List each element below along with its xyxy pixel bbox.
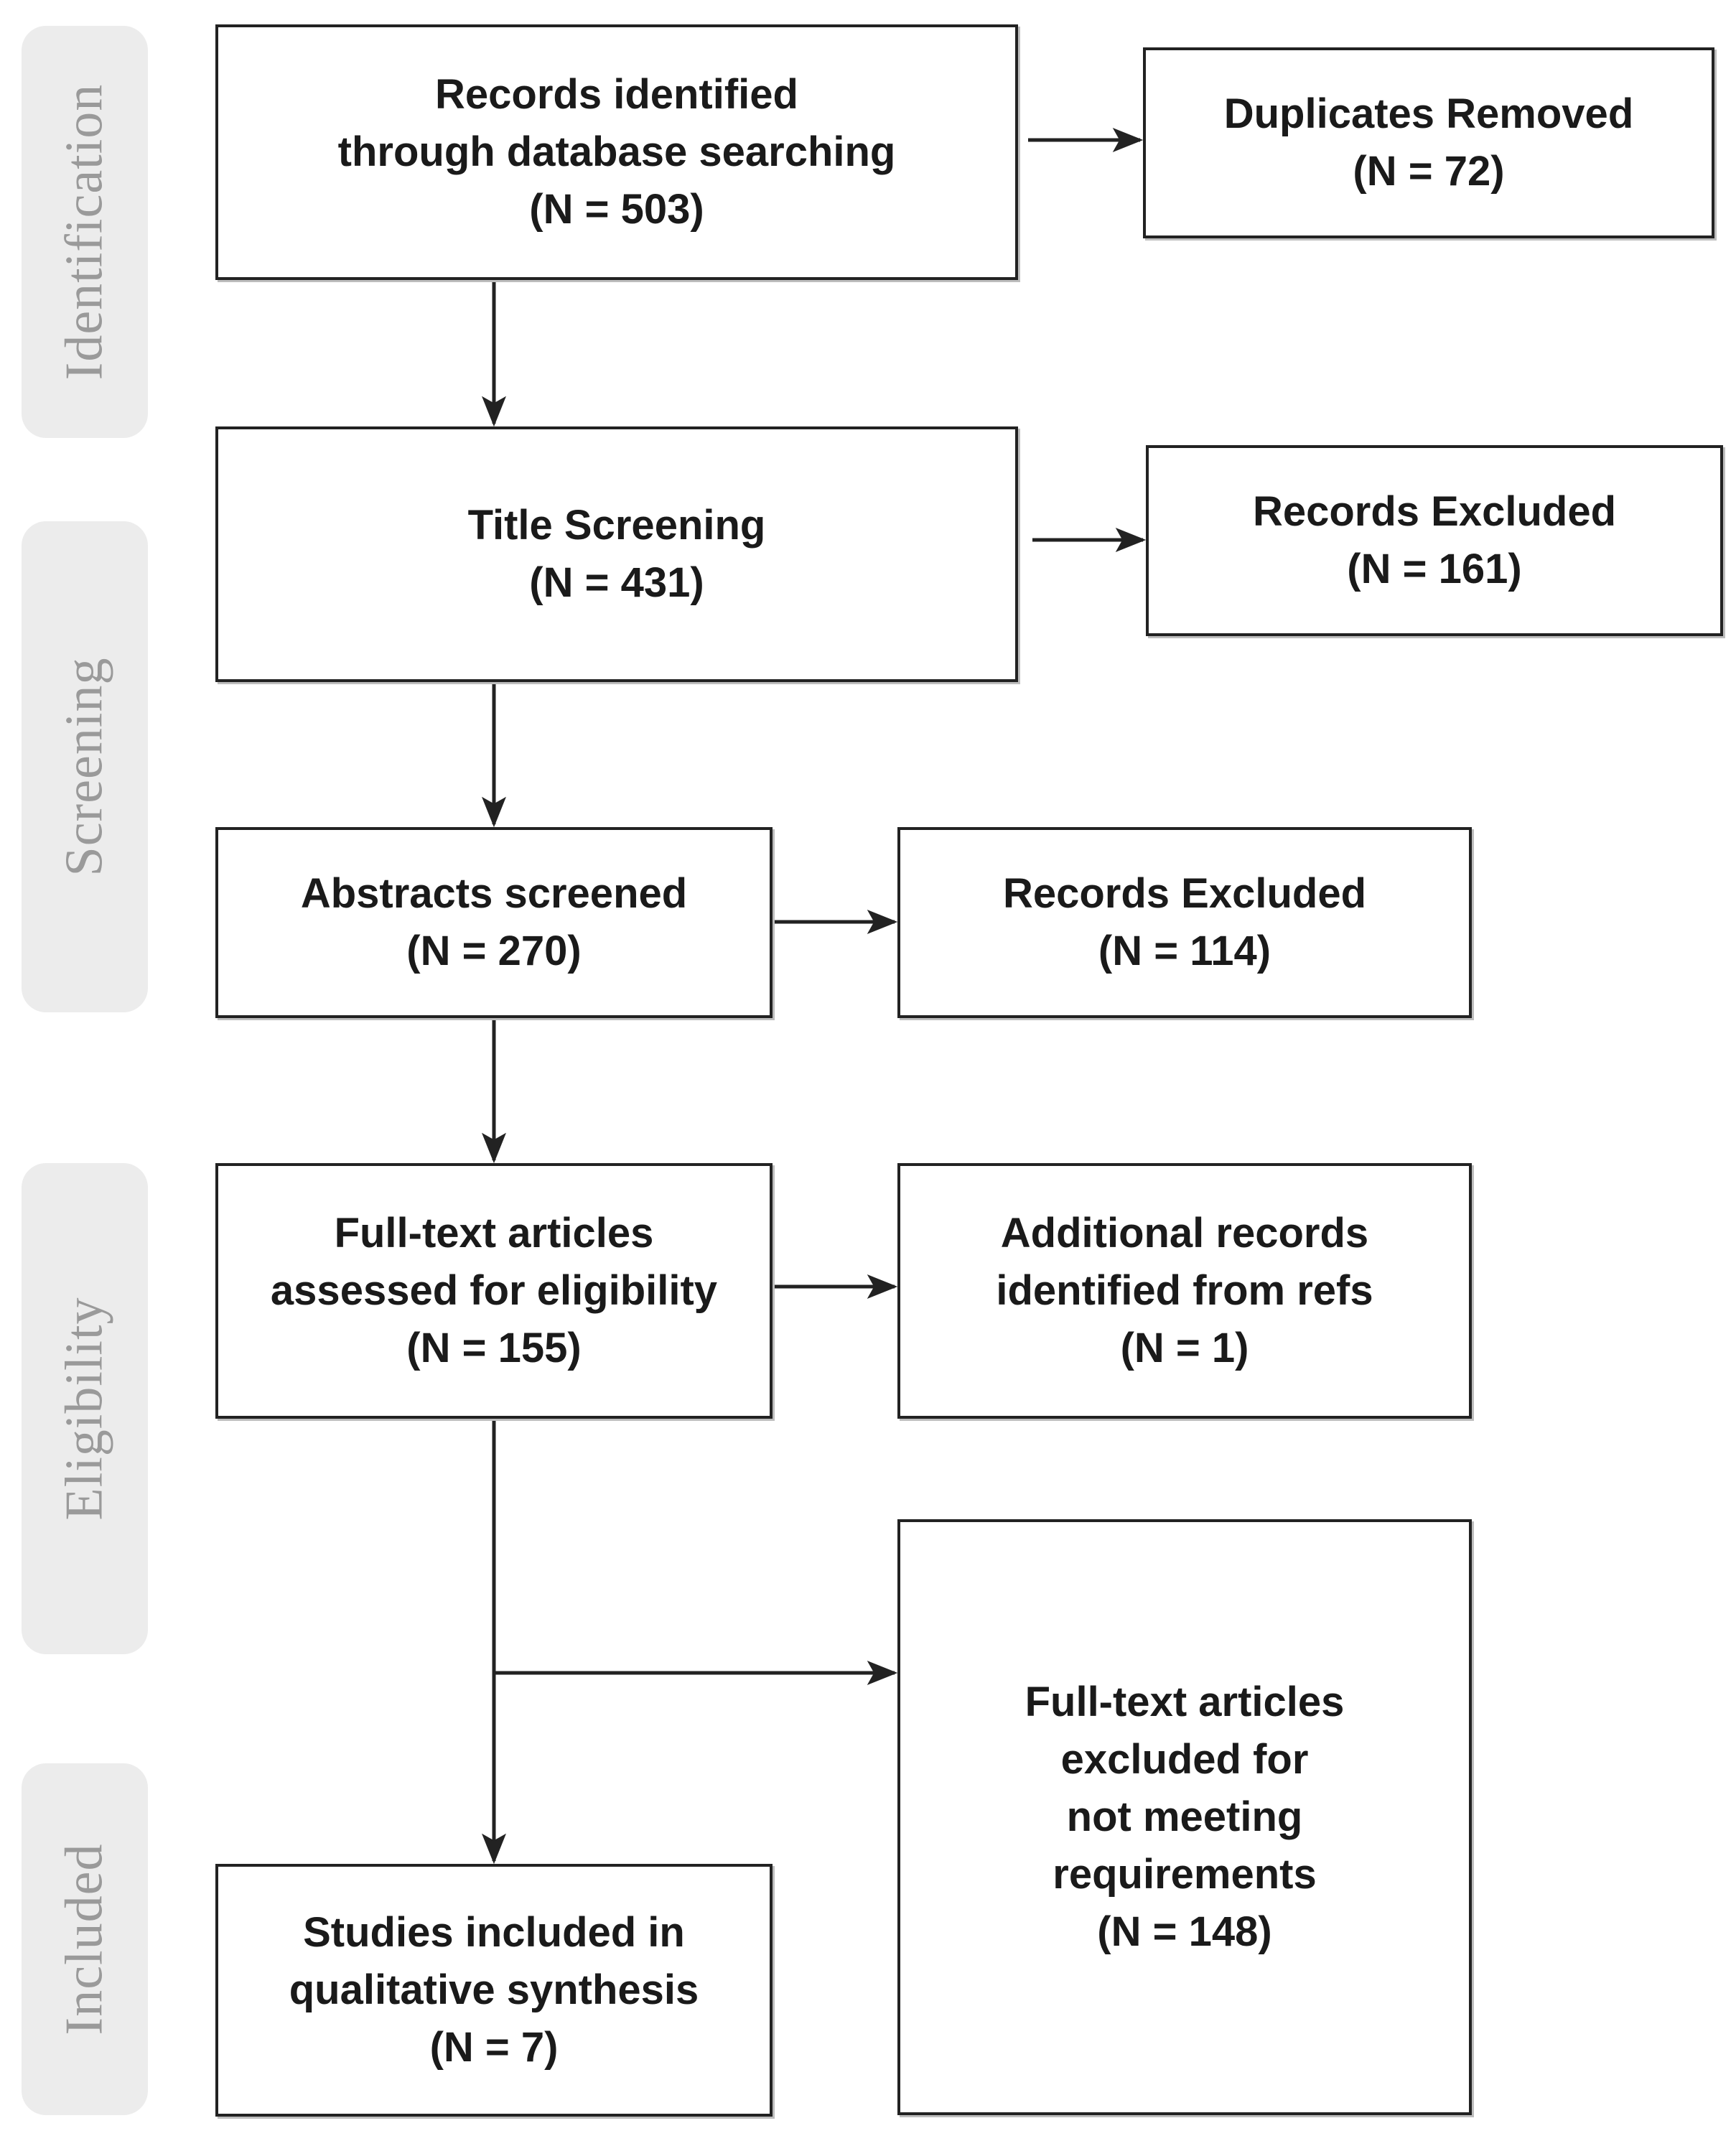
records-identified-count: (N = 503)	[529, 186, 704, 233]
abstracts-screened-count: (N = 270)	[406, 928, 582, 974]
phase-included-label: Included	[55, 1843, 114, 2035]
duplicates-removed-box: Duplicates Removed (N = 72)	[1143, 47, 1714, 238]
title-screening-title: Title Screening	[467, 502, 766, 549]
phase-screening: Screening	[22, 521, 148, 1012]
duplicates-removed-count: (N = 72)	[1353, 148, 1505, 195]
records-excluded-title-title: Records Excluded	[1252, 488, 1617, 535]
records-identified-box: Records identified through database sear…	[215, 24, 1018, 280]
title-screening-box: Title Screening (N = 431)	[215, 426, 1018, 682]
studies-included-title: Studies included in qualitative synthesi…	[289, 1909, 699, 2013]
abstracts-screened-box: Abstracts screened (N = 270)	[215, 827, 773, 1018]
fulltext-excluded-title: Full-text articles excluded for not meet…	[1025, 1679, 1345, 1898]
abstracts-screened-title: Abstracts screened	[300, 870, 688, 917]
phase-included: Included	[22, 1763, 148, 2115]
phase-eligibility-label: Eligibility	[55, 1297, 114, 1521]
additional-records-title: Additional records identified from refs	[996, 1210, 1373, 1314]
title-screening-count: (N = 431)	[529, 559, 704, 606]
records-excluded-abstract-box: Records Excluded (N = 114)	[897, 827, 1472, 1018]
fulltext-excluded-box: Full-text articles excluded for not meet…	[897, 1519, 1472, 2115]
studies-included-count: (N = 7)	[429, 2024, 559, 2071]
fulltext-assessed-box: Full-text articles assessed for eligibil…	[215, 1163, 773, 1419]
phase-identification-label: Identification	[55, 83, 114, 381]
records-identified-title: Records identified through database sear…	[337, 71, 896, 175]
records-excluded-title-box: Records Excluded (N = 161)	[1146, 445, 1723, 636]
duplicates-removed-title: Duplicates Removed	[1223, 90, 1634, 137]
records-excluded-abstract-count: (N = 114)	[1098, 928, 1271, 974]
phase-identification: Identification	[22, 26, 148, 438]
records-excluded-title-count: (N = 161)	[1347, 546, 1522, 592]
additional-records-box: Additional records identified from refs …	[897, 1163, 1472, 1419]
fulltext-assessed-count: (N = 155)	[406, 1325, 582, 1371]
records-excluded-abstract-title: Records Excluded	[1002, 870, 1367, 917]
phase-eligibility: Eligibility	[22, 1163, 148, 1654]
additional-records-count: (N = 1)	[1120, 1325, 1249, 1371]
fulltext-assessed-title: Full-text articles assessed for eligibil…	[270, 1210, 718, 1314]
fulltext-excluded-count: (N = 148)	[1097, 1908, 1272, 1955]
studies-included-box: Studies included in qualitative synthesi…	[215, 1864, 773, 2117]
phase-screening-label: Screening	[55, 657, 114, 877]
